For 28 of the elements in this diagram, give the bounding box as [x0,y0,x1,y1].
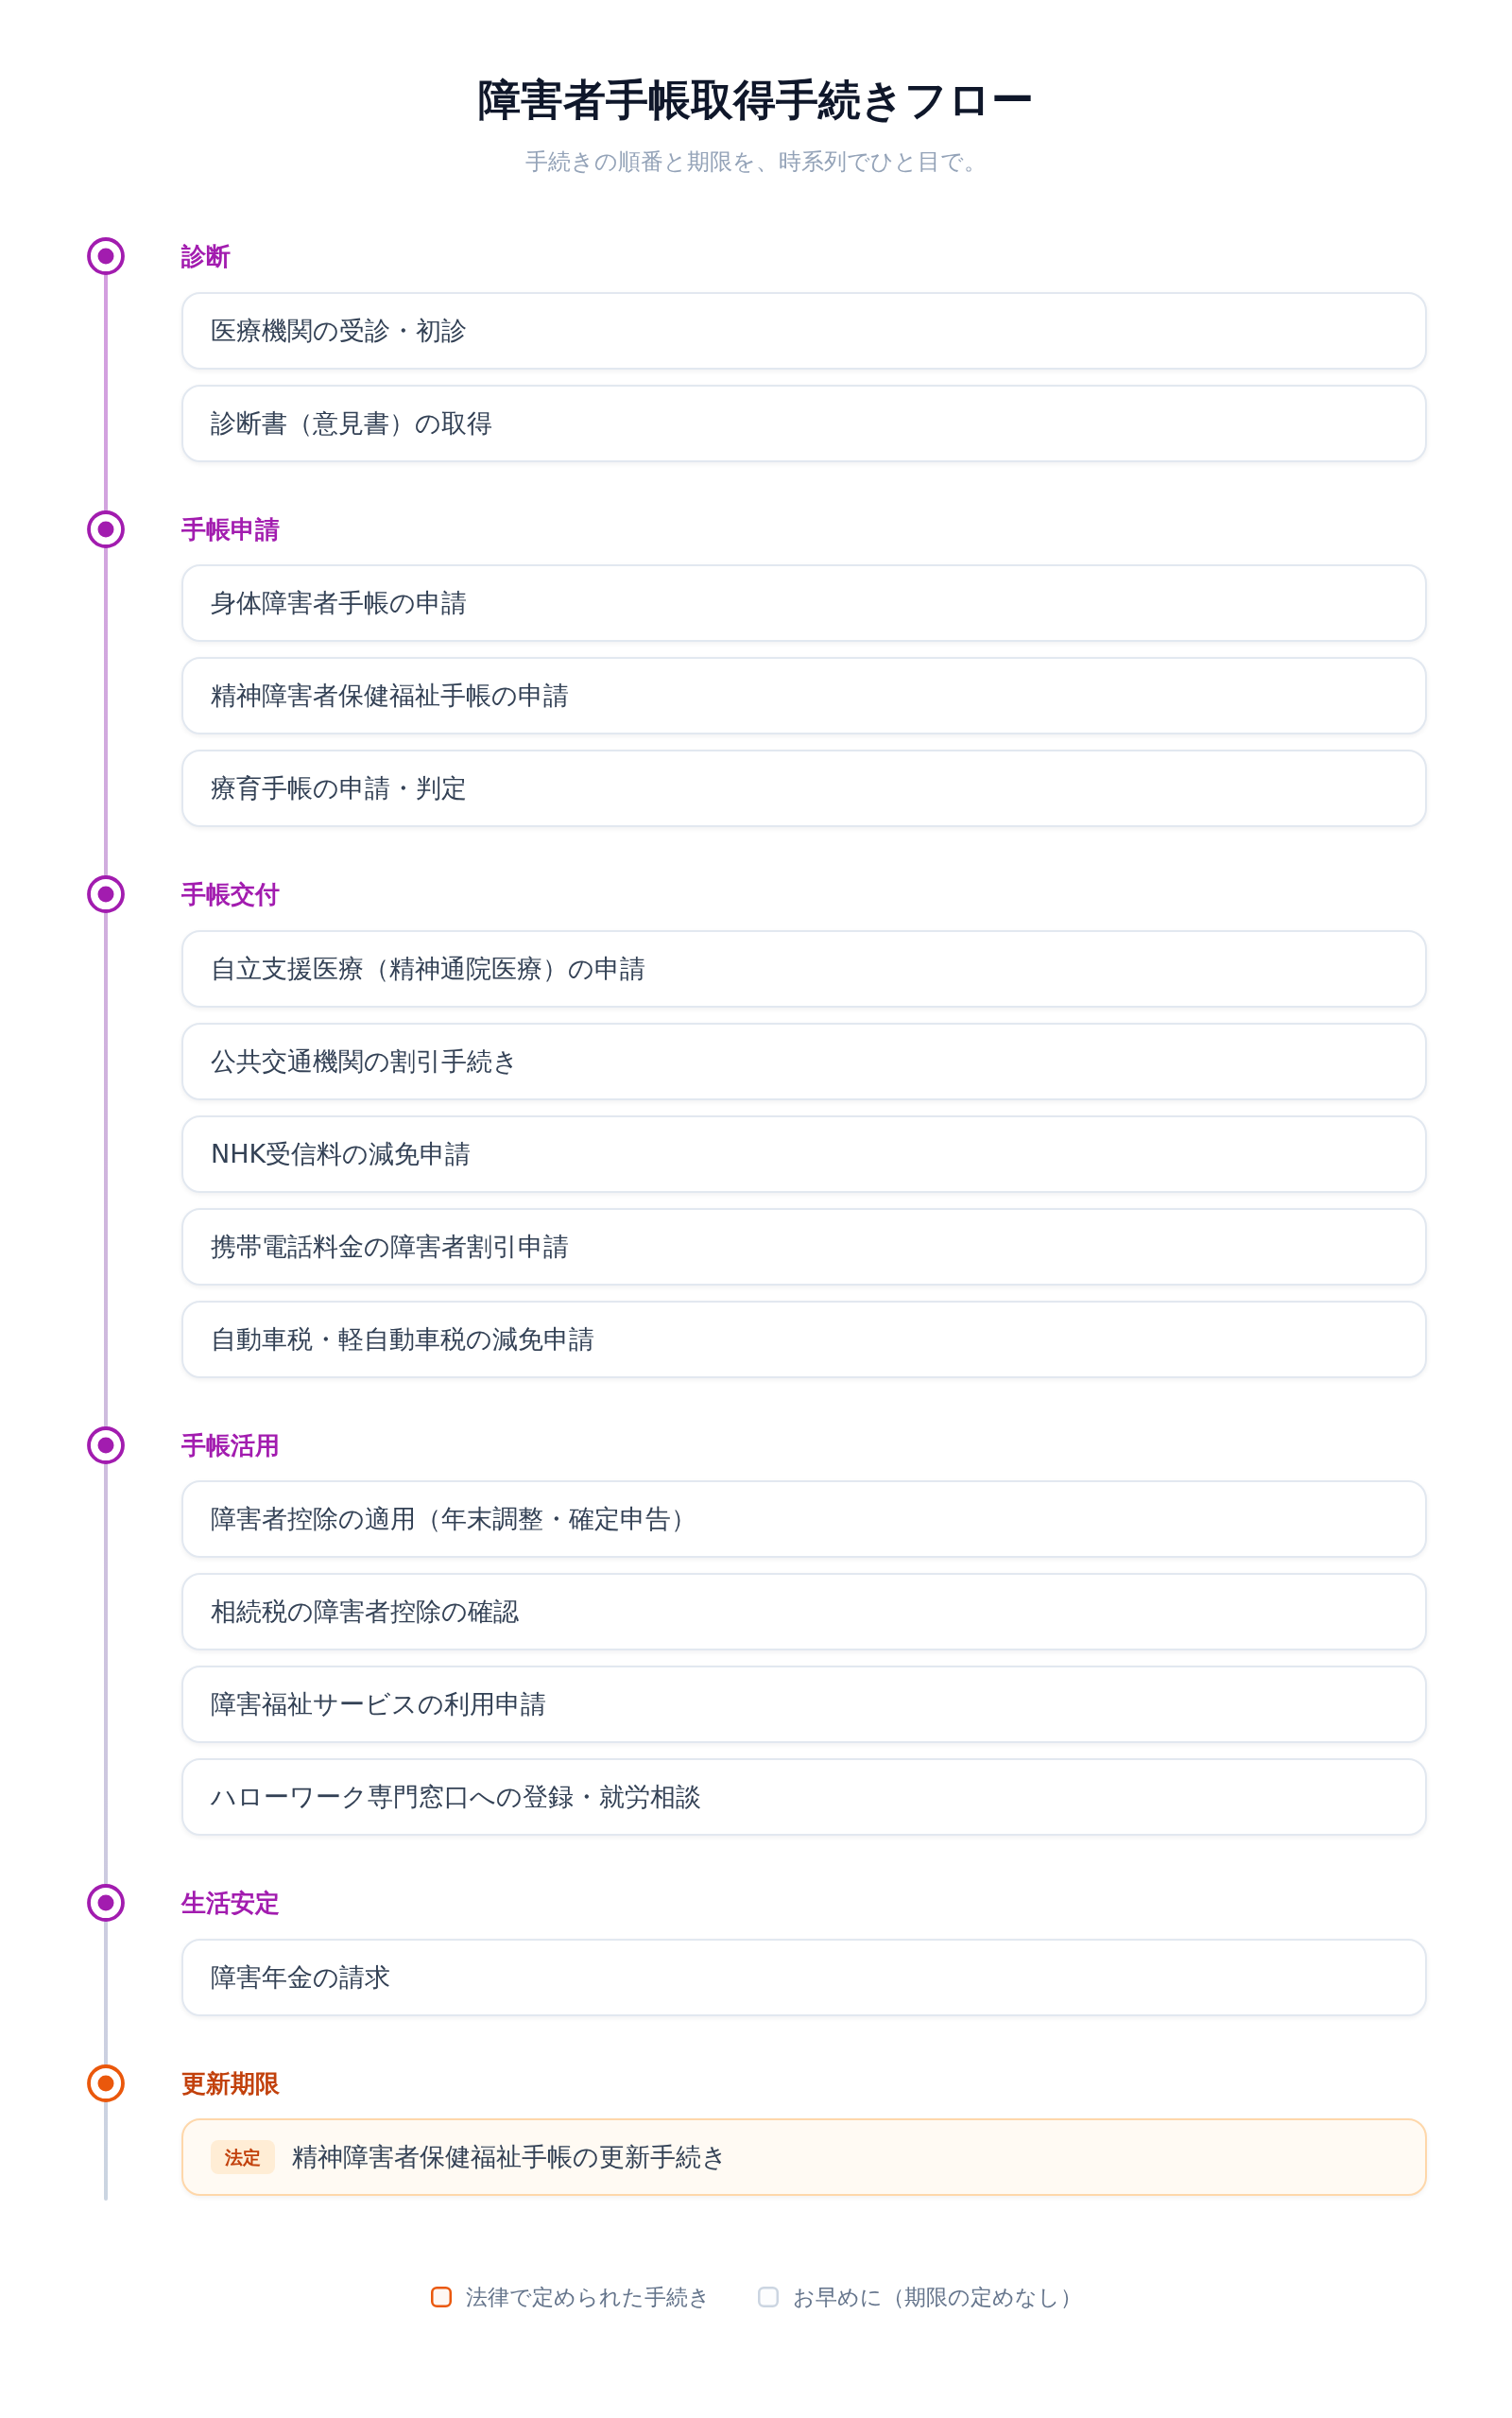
step-card: 自動車税・軽自動車税の減免申請 [181,1300,1427,1378]
step-card: 精神障害者保健福祉手帳の申請 [181,657,1427,734]
step-card: 療育手帳の申請・判定 [181,750,1427,827]
phase-heading: 手帳活用 [181,1429,280,1461]
phase-heading: 診断 [181,241,231,272]
title: 障害者手帳取得手続きフロー [478,74,1034,127]
step-card: 障害年金の請求 [181,1938,1427,2016]
step-card: 自立支援医療（精神通院医療）の申請 [181,929,1427,1008]
step-text: 精神障害者保健福祉手帳の更新手続き [292,2141,728,2173]
step-card: 携帯電話料金の障害者割引申請 [181,1207,1427,1286]
step-card: 身体障害者手帳の申請 [181,564,1427,642]
step-card: 医療機関の受診・初診 [181,291,1427,370]
step-card: 障害福祉サービスの利用申請 [181,1666,1427,1743]
phase-heading: 手帳交付 [181,879,280,910]
step-card: 障害者控除の適用（年末調整・確定申告） [181,1480,1427,1558]
subtitle: 手続きの順番と期限を、時系列でひと目で。 [525,147,987,177]
step-card: 診断書（意見書）の取得 [181,384,1427,462]
legal-badge: 法定 [211,2140,275,2174]
step-card: ハローワーク専門窓口への登録・就労相談 [181,1758,1427,1836]
step-card: 相続税の障害者控除の確認 [181,1573,1427,1650]
step-card [181,2118,1427,2196]
phase-heading: 生活安定 [181,1888,280,1919]
phase-heading: 更新期限 [181,2067,280,2099]
legend-text: お早めに（期限の定めなし） [792,2284,1082,2311]
step-card: 公共交通機関の割引手続き [181,1022,1427,1100]
legend-text: 法律で定められた手続き [465,2284,711,2311]
step-card: NHK受信料の減免申請 [181,1114,1427,1193]
phase-heading: 手帳申請 [181,513,280,545]
